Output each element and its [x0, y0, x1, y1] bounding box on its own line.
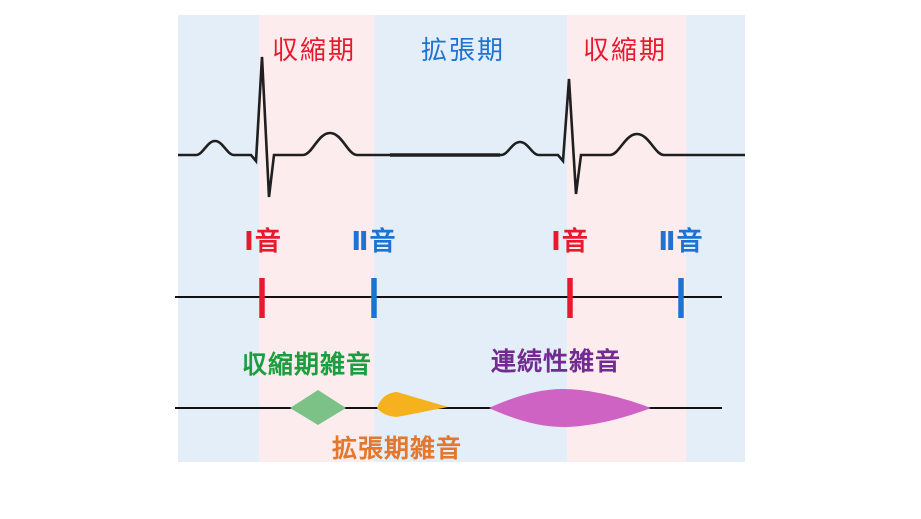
continuous-murmur-shape: [489, 389, 651, 427]
ecg-trace: [178, 56, 745, 198]
sound-label-s1-2: Ⅰ音: [551, 226, 589, 256]
murmur-label-systolic: 収縮期雑音: [241, 351, 373, 379]
systole-band-1: [259, 15, 374, 462]
diastole-band-middle: [374, 15, 567, 462]
phase-label-systole-1: 収縮期: [271, 35, 357, 65]
diastolic-murmur-shape: [377, 392, 448, 417]
murmur-label-diastolic: 拡張期雑音: [331, 435, 463, 463]
sound-label-s1-1: Ⅰ音: [244, 226, 282, 256]
diastole-band-right: [686, 15, 745, 462]
murmur-label-continuous: 連続性雑音: [490, 348, 622, 376]
sound-label-s2-1: Ⅱ音: [351, 226, 397, 256]
systole-band-2: [567, 15, 686, 462]
phase-label-systole-2: 収縮期: [582, 35, 668, 65]
phase-label-diastole: 拡張期: [420, 35, 506, 65]
systolic-murmur-shape: [290, 390, 346, 425]
diastole-band-left: [178, 15, 259, 462]
sound-label-s2-2: Ⅱ音: [658, 226, 704, 256]
